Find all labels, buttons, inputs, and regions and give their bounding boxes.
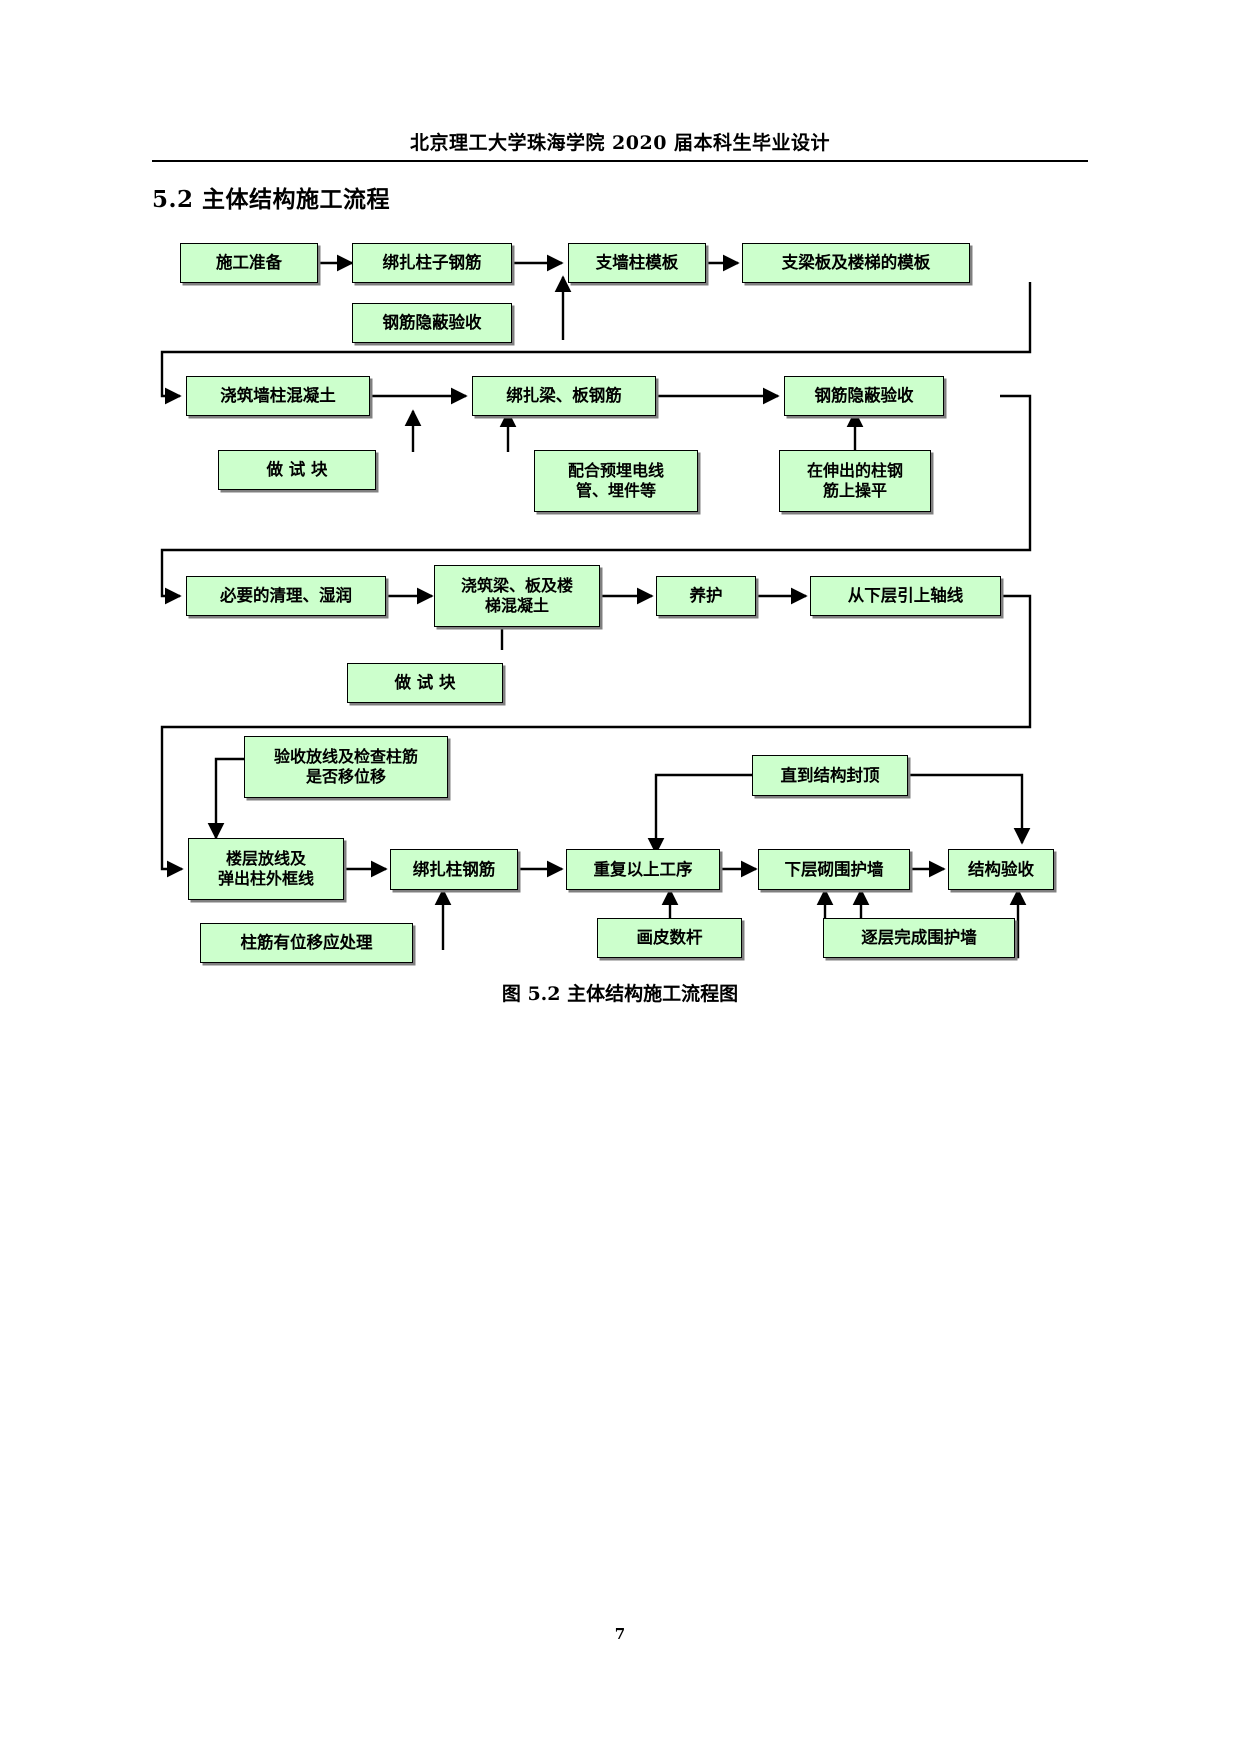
flow-node-zhiqiangzhumuban[interactable]: 支墙柱模板 [568,243,706,283]
flow-node-bangzhazhugangjin[interactable]: 绑扎柱钢筋 [390,849,518,890]
flow-node-loucengfangxianjitanchuzhuwaikuangxian[interactable]: 楼层放线及 弹出柱外框线 [188,838,344,900]
flow-node-yanshoufangxianjijianchazhujin[interactable]: 验收放线及检查柱筋 是否移位移 [244,736,448,798]
flow-node-jiegouyanshou[interactable]: 结构验收 [948,849,1054,890]
flow-node-zhucengwanchengweihuqiang[interactable]: 逐层完成围护墙 [823,918,1015,958]
flow-node-gangjinyinbiyanshou-2[interactable]: 钢筋隐蔽验收 [784,376,944,416]
flow-node-bangzhaliangbangangjin[interactable]: 绑扎梁、板钢筋 [472,376,656,416]
flowchart: 施工准备 绑扎柱子钢筋 钢筋隐蔽验收 支墙柱模板 支梁板及楼梯的模板 浇筑墙柱混… [160,243,1054,963]
flow-node-zaishenchudezhugangjin[interactable]: 在伸出的柱钢 筋上操平 [779,450,931,512]
flow-node-zuoshikuai-2[interactable]: 做 试 块 [347,663,503,703]
flow-node-zhujinyouweiyiyingchuli[interactable]: 柱筋有位移应处理 [200,923,413,963]
flow-node-huapishugan[interactable]: 画皮数杆 [597,918,742,958]
flow-node-zuoshikuai-1[interactable]: 做 试 块 [218,450,376,490]
flow-node-zhidaojiegoufengding[interactable]: 直到结构封顶 [752,755,908,796]
page-header: 北京理工大学珠海学院 2020 届本科生毕业设计 [409,132,831,154]
flow-node-xiacengqiweihuqiang[interactable]: 下层砌围护墙 [758,849,910,890]
flow-node-yanghu[interactable]: 养护 [656,576,756,616]
flow-node-congxiacengyinshangzhouxian[interactable]: 从下层引上轴线 [810,576,1001,616]
header-divider [152,160,1088,162]
flow-node-biyaodeqinglishirun[interactable]: 必要的清理、湿润 [186,576,386,616]
figure-caption: 图 5.2 主体结构施工流程图 [501,983,739,1005]
flow-node-zhiliangbanjilouti[interactable]: 支梁板及楼梯的模板 [742,243,970,283]
section-heading: 5.2 主体结构施工流程 [152,186,391,213]
flow-node-bangzhazhuzigangjin[interactable]: 绑扎柱子钢筋 [352,243,512,283]
page-number: 7 [614,1625,626,1643]
flow-node-gangjinyinbiyanshou-1[interactable]: 钢筋隐蔽验收 [352,303,512,343]
flow-node-chongfuyishanggongxu[interactable]: 重复以上工序 [566,849,720,890]
flow-node-peihveyumaidianxian[interactable]: 配合预埋电线 管、埋件等 [534,450,698,512]
flow-node-jiaozhuliangbanjiloutihunningtu[interactable]: 浇筑梁、板及楼 梯混凝土 [434,565,600,627]
flow-node-shigongzhunbei[interactable]: 施工准备 [180,243,318,283]
flow-node-jiaozhuqiangzhuhunningtu[interactable]: 浇筑墙柱混凝土 [186,376,370,416]
